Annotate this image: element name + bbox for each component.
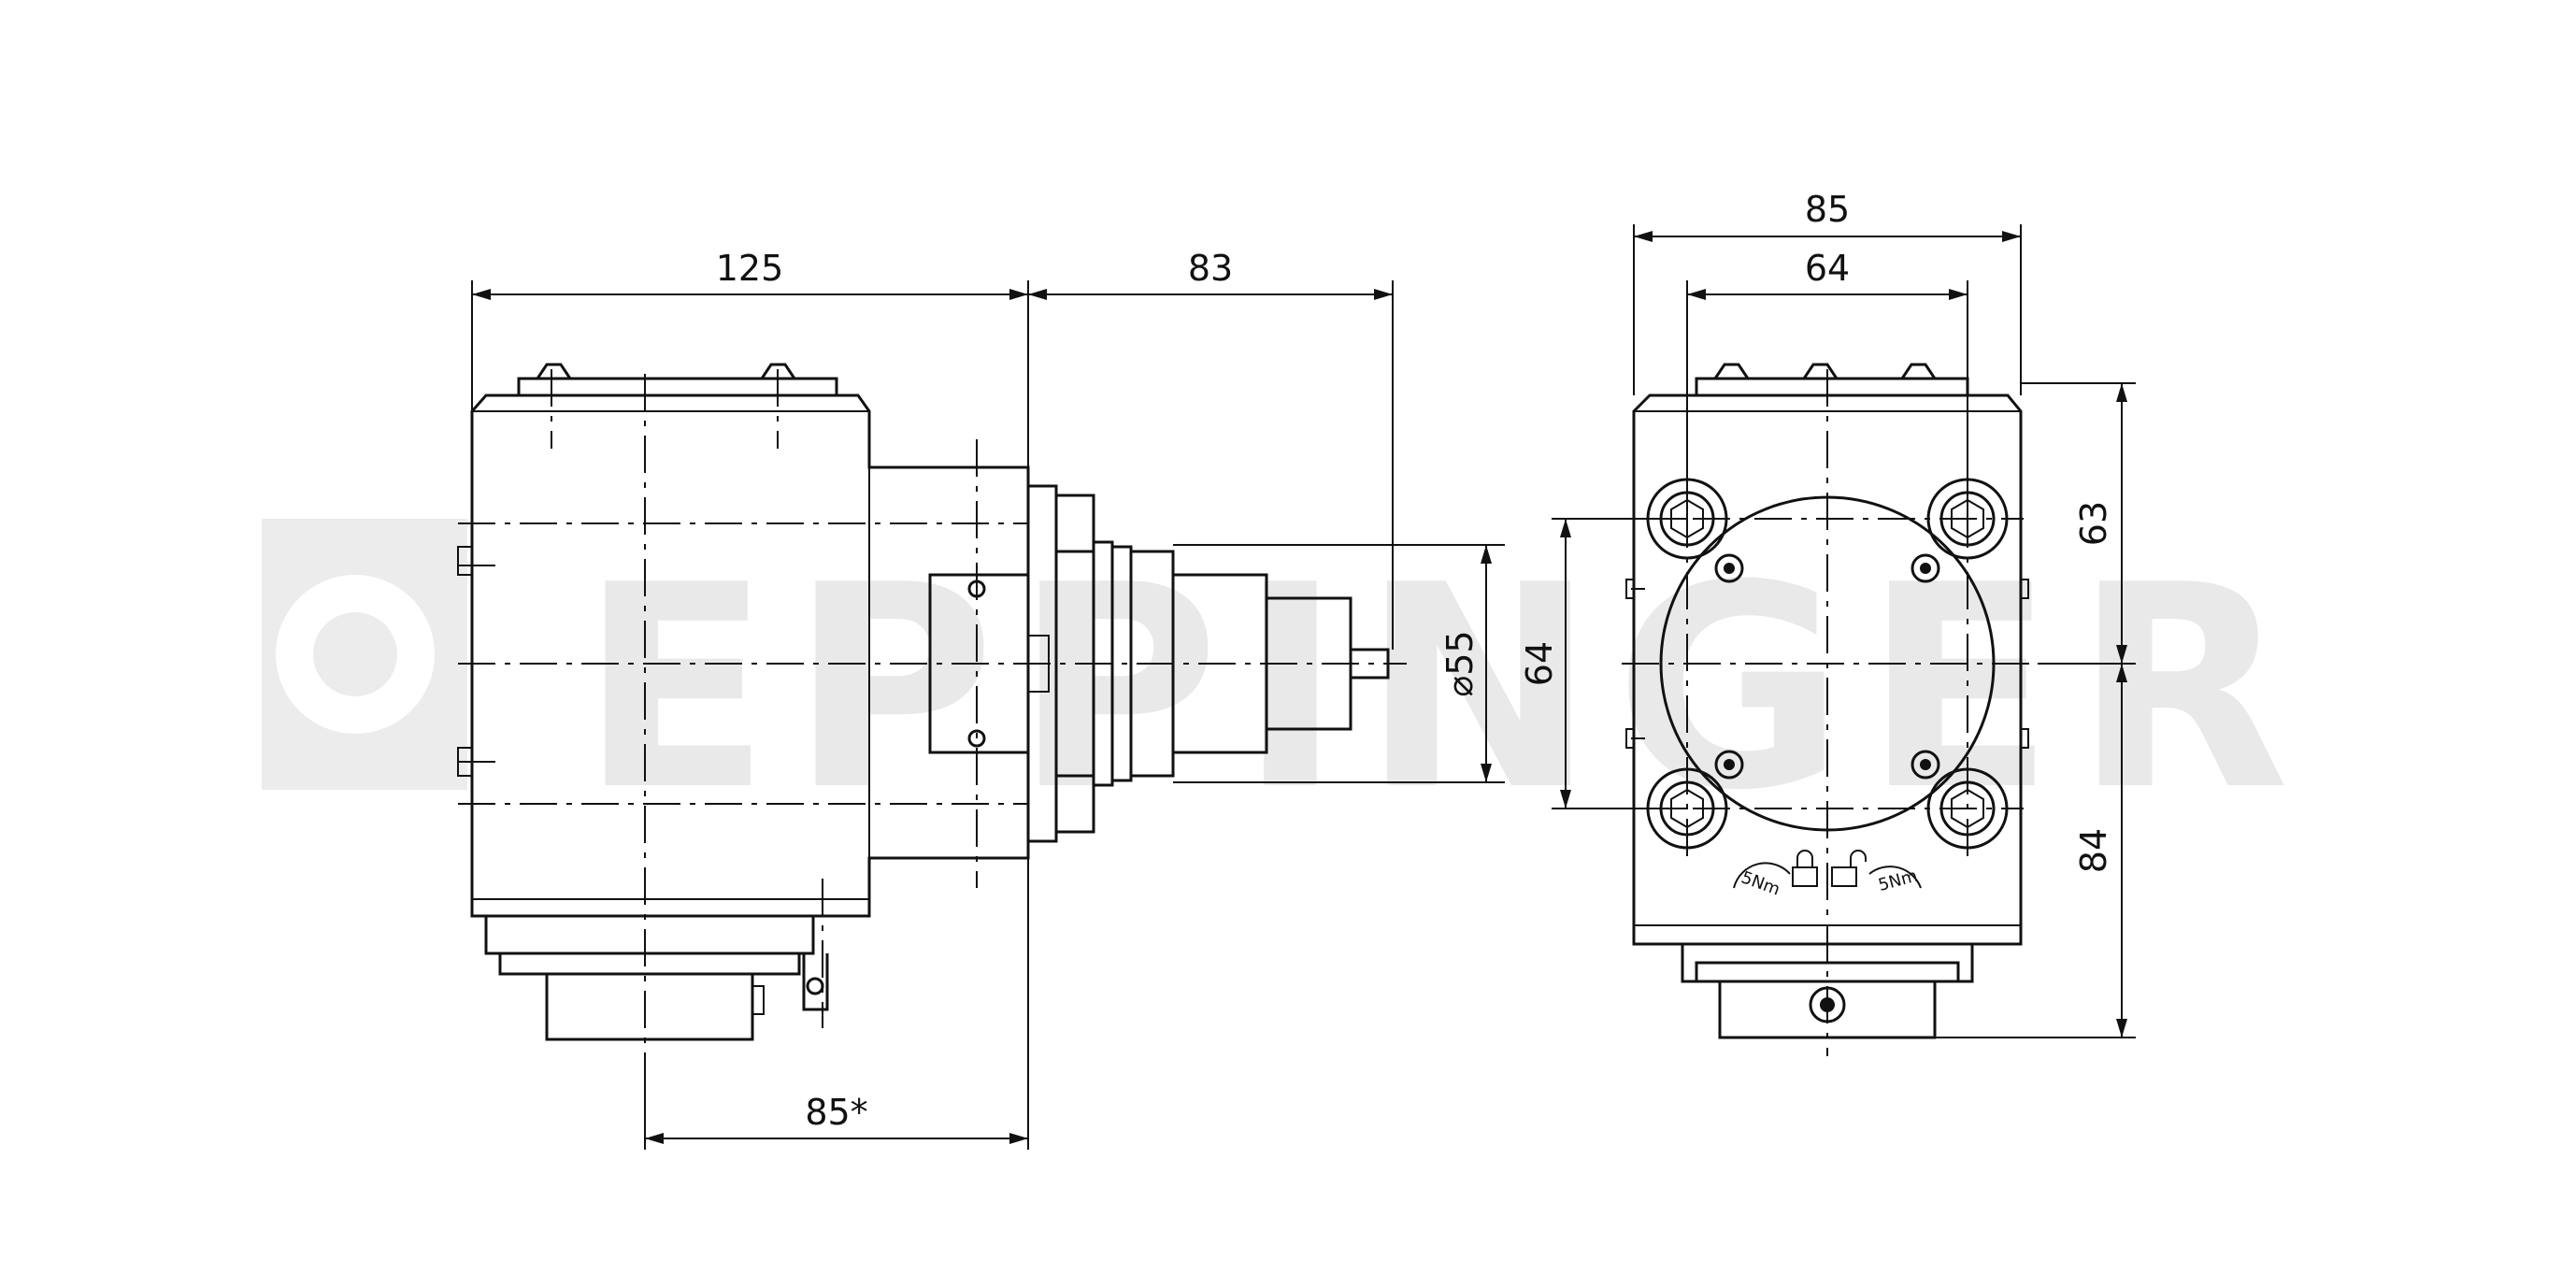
bottom-spindle (545, 972, 754, 1041)
torque-label-left: 5Nm (1739, 867, 1782, 899)
watermark: EPPINGER (262, 519, 2290, 852)
dim-height-bolts: 64 (1519, 641, 1560, 686)
dim-upper-height: 63 (2073, 501, 2114, 546)
top-clamp-plate (517, 377, 838, 397)
clamp-bolt-left (536, 363, 572, 379)
screw-bl (1714, 750, 1744, 780)
coolant-fitting (802, 953, 829, 1011)
torque-label-right: 5Nm (1876, 866, 1919, 895)
dim-length: 125 (716, 248, 784, 289)
screw-tr (1911, 553, 1940, 583)
bottom-flange (498, 952, 801, 976)
screw-br (1911, 750, 1940, 780)
lock-open-icon (1831, 866, 1857, 887)
torque-arrow-left (1733, 862, 1791, 889)
dim-width-outer: 85 (1805, 189, 1850, 230)
bottom-ring (484, 914, 815, 955)
watermark-logo-core (313, 612, 397, 696)
dim-width-bolts: 64 (1805, 248, 1850, 289)
lock-closed-icon (1792, 866, 1818, 887)
front-view: 5Nm 5Nm 85 (1519, 189, 2136, 1056)
dim-spindle-length: 83 (1188, 248, 1233, 289)
clamp-bolt-right (760, 363, 796, 379)
torque-arrow-right (1868, 866, 1922, 889)
side-view: 125 83 ⌀55 85* (457, 248, 1505, 1150)
front-top-plate (1695, 377, 1969, 397)
dim-axis-offset: 85* (805, 1092, 867, 1133)
screw-tl (1714, 553, 1744, 583)
dim-lower-height: 84 (2073, 828, 2114, 873)
dim-diameter: ⌀55 (1439, 630, 1481, 696)
